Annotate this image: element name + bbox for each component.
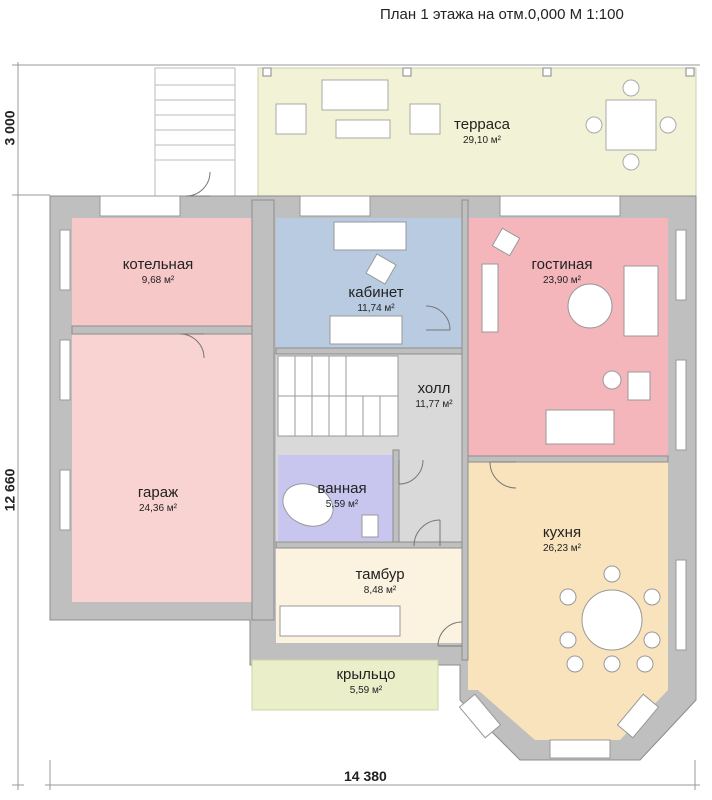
terrace-posts	[262, 67, 695, 77]
room-area: 11,77 м²	[415, 399, 453, 410]
dimension-lines	[12, 62, 700, 790]
dimension-main-height: 12 660	[1, 468, 18, 512]
room-area: 26,23 м²	[542, 543, 582, 554]
furniture	[279, 221, 661, 673]
terrace-steps	[154, 67, 236, 197]
room-label-bathroom: ванная 5,59 м²	[317, 480, 366, 512]
windows	[59, 195, 687, 759]
room-area: 5,59 м²	[325, 499, 359, 510]
plan-title: План 1 этажа на отм.0,000 М 1:100	[380, 6, 624, 23]
room-label-terrace: терраса 29,10 м²	[454, 116, 510, 148]
room-area: 11,74 м²	[357, 303, 395, 314]
doors	[179, 171, 517, 647]
room-area: 9,68 м²	[141, 275, 175, 286]
room-name: кухня	[542, 524, 582, 541]
room-label-kitchen: кухня 26,23 м²	[543, 524, 581, 556]
room-name: крыльцо	[336, 666, 396, 683]
room-area: 29,10 м²	[462, 135, 502, 146]
room-name: котельная	[122, 256, 194, 273]
terrace-furniture	[275, 79, 677, 171]
room-label-boiler: котельная 9,68 м²	[123, 256, 194, 288]
room-name: гостиная	[531, 256, 593, 273]
room-label-living: гостиная 23,90 м²	[532, 256, 593, 288]
room-label-office: кабинет 11,74 м²	[348, 284, 403, 316]
room-name: гараж	[137, 484, 179, 501]
room-area: 24,36 м²	[138, 503, 178, 514]
room-area: 8,48 м²	[363, 585, 397, 596]
room-name: терраса	[454, 116, 510, 133]
room-label-porch: крыльцо 5,59 м²	[336, 666, 395, 698]
boiler-room	[72, 218, 252, 326]
interior-walls	[71, 199, 669, 661]
room-label-hall: холл 11,77 м²	[415, 380, 452, 412]
garage-room	[72, 334, 252, 602]
room-label-vestibule: тамбур 8,48 м²	[355, 566, 404, 598]
staircase	[277, 355, 399, 437]
room-name: холл	[417, 380, 451, 397]
dimension-total-width: 14 380	[344, 768, 387, 784]
dimension-top-height: 3 000	[1, 110, 18, 146]
room-name: тамбур	[355, 566, 405, 583]
porch-floor	[251, 659, 439, 711]
room-name: ванная	[317, 480, 367, 497]
room-area: 23,90 м²	[542, 275, 582, 286]
room-label-garage: гараж 24,36 м²	[138, 484, 178, 516]
room-area: 5,59 м²	[349, 685, 383, 696]
room-name: кабинет	[348, 284, 404, 301]
